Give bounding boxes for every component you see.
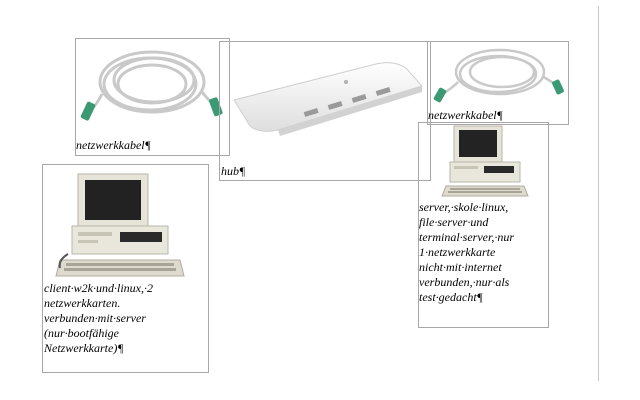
server-caption: server,·skole·linux, file·server·und ter… [419, 200, 514, 304]
cable-right-caption: netzwerkkabel¶ [428, 108, 503, 122]
network-cable-icon [433, 48, 564, 103]
client-caption: client·w2k·und·linux,·2 netzwerkkarten. … [44, 281, 153, 355]
desktop-computer-icon [55, 173, 185, 277]
network-hub-icon [233, 62, 423, 136]
network-cable-icon [80, 50, 223, 121]
desktop-computer-icon [441, 125, 529, 197]
server-frame[interactable] [418, 122, 549, 328]
hub-frame[interactable] [219, 41, 431, 181]
page-margin-line [598, 6, 599, 381]
cable-right-frame[interactable] [427, 41, 569, 125]
hub-caption: hub¶ [221, 164, 246, 178]
cable-left-caption: netzwerkkabel¶ [76, 138, 151, 152]
cable-left-frame[interactable] [75, 38, 230, 156]
client-frame[interactable] [42, 164, 209, 373]
